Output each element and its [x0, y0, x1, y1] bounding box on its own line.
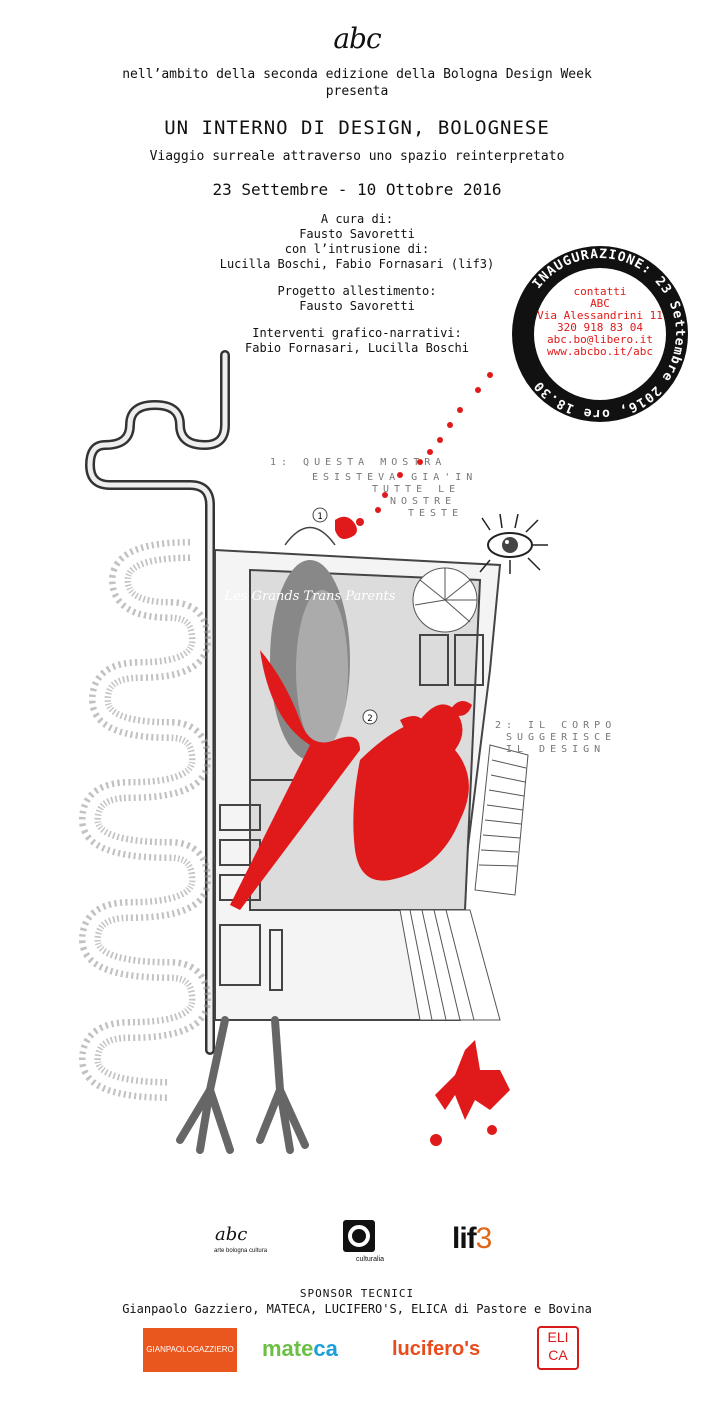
contacts-org: ABC [590, 297, 610, 310]
sponsor-list: Gianpaolo Gazziero, MATECA, LUCIFERO'S, … [122, 1302, 592, 1316]
staircase-bottom [399, 909, 501, 1021]
spiral-staircase [412, 567, 478, 633]
marker-1: 1 [312, 507, 328, 523]
graphics-names: Fabio Fornasari, Lucilla Boschi [245, 341, 469, 355]
red-dot-trail [356, 372, 493, 526]
snake-path [84, 350, 230, 1055]
mateca-logo-part1: mate [262, 1336, 314, 1361]
intrusion-names: Lucilla Boschi, Fabio Fornasari (lif3) [219, 257, 495, 271]
abc-logo: abc [333, 22, 381, 55]
credits-block: A cura di: Fausto Savoretti con l’intrus… [0, 212, 714, 356]
red-splash-top [335, 516, 357, 539]
intrusion-label: con l’intrusione di: [284, 242, 430, 256]
intro-line-2: presenta [325, 84, 389, 99]
egg-script-text: Les Grands Trans Parents [224, 589, 396, 604]
lif3-logo-main: lif [452, 1222, 477, 1255]
abc-partner-subtitle: arte bologna cultura [214, 1248, 268, 1254]
meander-white-line [85, 545, 205, 1095]
sponsor-heading: SPONSOR TECNICI [299, 1287, 415, 1300]
project-label: Progetto allestimento: [277, 284, 437, 298]
lif3-logo-number: 3 [475, 1222, 493, 1255]
creature-legs [176, 1016, 309, 1154]
stamp-ring-text: INAUGURAZIONE: 23 Settembre 2016, ore 18… [530, 247, 686, 421]
stamp-inner [534, 268, 666, 400]
eye-icon [479, 513, 548, 574]
curator-label: A cura di: [320, 212, 394, 226]
mateca-logo-part2: ca [313, 1336, 338, 1361]
page-subtitle: Viaggio surreale attraverso uno spazio r… [149, 149, 565, 164]
abc-partner-logo: abc [215, 1224, 248, 1245]
graphics-label: Interventi grafico-narrativi: [252, 326, 462, 340]
contacts-label: contatti [573, 285, 627, 298]
note-1-line-3: TUTTE LE [372, 484, 461, 495]
svg-text:1: 1 [317, 512, 322, 522]
culturalia-label: culturalia [356, 1256, 385, 1263]
contacts-website[interactable]: www.abcbo.it/abc [547, 345, 653, 358]
contacts-email[interactable]: abc.bo@libero.it [547, 333, 653, 346]
note-1-line-4: NOSTRE [390, 496, 457, 507]
marker-2: 2 [362, 709, 378, 725]
page-title: UN INTERNO DI DESIGN, BOLOGNESE [164, 117, 550, 139]
curator-name: Fausto Savoretti [299, 227, 415, 241]
mateca-logo: mateca [262, 1336, 338, 1362]
note-1-line-5: TESTE [408, 508, 464, 519]
gazziero-logo: GIANPAOLOGAZZIERO [143, 1328, 237, 1372]
floor-plan-illustration: Les Grands Trans Parents 1 2 [78, 350, 548, 1154]
elica-logo-line1: ELI [547, 1329, 569, 1345]
event-dates: 23 Settembre - 10 Ottobre 2016 [212, 180, 502, 199]
note-2-line-3: IL DESIGN [506, 744, 606, 755]
culturalia-logo-icon [343, 1220, 375, 1252]
staircase-right [474, 744, 529, 896]
inauguration-stamp: INAUGURAZIONE: 23 Settembre 2016, ore 18… [512, 246, 688, 422]
lif3-logo: lif3 [452, 1222, 493, 1256]
note-2-line-1: 2: IL CORPO [495, 720, 617, 731]
red-flows [230, 650, 510, 1146]
elica-logo-line2: CA [548, 1347, 568, 1363]
project-name: Fausto Savoretti [299, 299, 415, 313]
lucifero-logo: lucifero's [392, 1338, 481, 1360]
contacts-phone: 320 918 83 04 [556, 321, 644, 334]
stamp-contacts: contatti ABC Via Alessandrini 11 320 918… [512, 286, 688, 358]
contacts-address: Via Alessandrini 11 [537, 309, 663, 322]
intro-line-1: nell’ambito della seconda edizione della… [122, 67, 592, 82]
note-2-line-2: SUGGERISCE [506, 732, 617, 743]
intro-text: nell’ambito della seconda edizione della… [0, 66, 714, 100]
stippled-meander [78, 539, 212, 1101]
elica-logo: ELI CA [537, 1326, 579, 1370]
note-1-line-2: ESISTEVA GIA'IN [312, 472, 478, 483]
note-1-line-1: 1: QUESTA MOSTRA [270, 457, 447, 468]
svg-text:2: 2 [367, 714, 372, 724]
